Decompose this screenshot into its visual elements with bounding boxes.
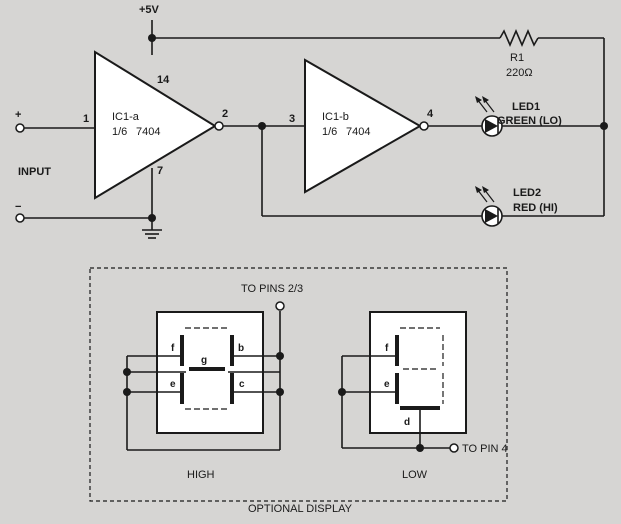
gate-ic1b-bubble [419,121,429,131]
gate-ic1a [94,50,217,200]
pin-4-label: 4 [427,108,434,120]
input-plus-label: + [15,109,21,121]
gate-ic1a-name: IC1-a [112,111,140,123]
low-label: LOW [402,469,428,481]
gate-ic1a-bubble [214,121,224,131]
input-minus-label: − [15,201,21,213]
pin-1-label: 1 [83,113,89,125]
pin-14-label: 14 [157,74,170,86]
to-pins-2-3-terminal [275,301,285,311]
input-plus-terminal [15,123,25,133]
pin-2-label: 2 [222,108,228,120]
high-seg-g: g [201,355,207,366]
optional-display-box [89,267,508,502]
supply-label: +5V [139,4,160,16]
led1-junction [600,122,608,130]
to-pin-4-terminal [449,443,459,453]
high-seg-b: b [238,343,244,354]
low-seg-e: e [384,379,390,390]
high-wiring [123,301,285,451]
gate-ic1a-part: 1/6 [112,126,127,138]
input-minus-terminal [15,213,25,223]
high-seg-f: f [171,343,175,354]
resistor-value: 220Ω [506,67,533,79]
low-wiring [338,355,459,453]
high-label: HIGH [187,469,215,481]
optional-display-title: OPTIONAL DISPLAY [248,503,353,515]
low-display-frame [369,311,467,434]
resistor-ref: R1 [510,52,524,64]
gate-ic1b [304,58,423,194]
input-label: INPUT [18,166,51,178]
gate-ic1b-chip: 7404 [346,126,370,138]
low-seg-f: f [385,343,389,354]
led1-ref: LED1 [512,101,540,113]
gate-ic1b-part: 1/6 [322,126,337,138]
pin-3-label: 3 [289,113,295,125]
led1-desc: GREEN (LO) [497,115,562,127]
input-terminals [15,123,152,223]
to-pins-2-3-label: TO PINS 2/3 [241,283,303,295]
to-pin-4-label: TO PIN 4 [462,443,508,455]
supply-junction [148,34,156,42]
led1-symbol [475,96,604,137]
gate-ic1a-chip: 7404 [136,126,160,138]
low-display [369,311,467,434]
high-seg-e: e [170,379,176,390]
high-seg-c: c [239,379,245,390]
led2-ref: LED2 [513,187,541,199]
resistor-r1 [499,28,539,48]
low-seg-d: d [404,417,410,428]
pin-7-label: 7 [157,165,163,177]
led2-desc: RED (HI) [513,202,558,214]
gate-ic1b-name: IC1-b [322,111,349,123]
ground-symbol [142,168,162,239]
led2-symbol [475,186,604,227]
